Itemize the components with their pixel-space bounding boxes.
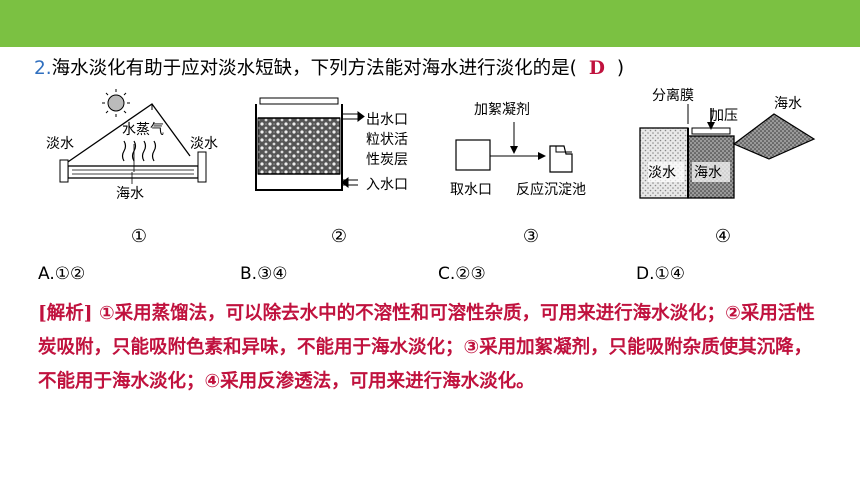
label-carbon-line1: 粒状活 <box>366 132 408 148</box>
figure-distillation: 淡水 水蒸气 淡水 海水 <box>40 86 225 205</box>
question-text: 海水淡化有助于应对淡水短缺，下列方法能对海水进行淡化的是( <box>51 58 577 79</box>
option-d: D.①④ <box>636 264 685 284</box>
question-number: 2. <box>34 58 52 79</box>
label-fresh-water-right: 淡水 <box>190 136 218 152</box>
pipe-inlet <box>341 177 358 188</box>
analysis-paragraph: [解析] ①采用蒸馏法，可以除去水中的不溶性和可溶性杂质，可用来进行海水淡化；②… <box>38 297 828 399</box>
label-settling-tank: 反应沉淀池 <box>516 181 586 198</box>
figure-number-4: ④ <box>714 226 732 247</box>
option-b: B.③④ <box>240 264 288 284</box>
label-intake: 取水口 <box>450 182 492 198</box>
figure-activated-carbon: 出水口 粒状活 性炭层 入水口 <box>244 90 434 206</box>
label-inlet: 入水口 <box>366 177 408 193</box>
sun-icon <box>102 89 130 117</box>
option-c: C.②③ <box>438 264 486 284</box>
label-fresh-water: 淡水 <box>648 165 676 181</box>
label-seawater-top: 海水 <box>774 96 802 112</box>
label-carbon-line2: 性炭层 <box>366 152 408 168</box>
figure-number-1: ① <box>130 226 148 247</box>
answer-letter: D <box>588 58 605 79</box>
label-steam: 水蒸气 <box>122 122 164 138</box>
pipe-outlet <box>342 111 365 122</box>
analysis-tag: [解析] <box>38 303 93 324</box>
analysis-text: ①采用蒸馏法，可以除去水中的不溶性和可溶性杂质，可用来进行海水淡化；②采用活性炭… <box>38 303 815 392</box>
label-fresh-water-left: 淡水 <box>46 136 74 152</box>
figure-number-2: ② <box>330 226 348 247</box>
label-seawater: 海水 <box>694 165 722 181</box>
label-pressure: 加压 <box>710 108 738 124</box>
option-a: A.①② <box>38 264 86 284</box>
top-banner <box>0 0 860 47</box>
label-flocculant: 加絮凝剂 <box>474 101 530 118</box>
figure-reverse-osmosis: 分离膜 海水 加压 淡水 海水 <box>634 84 824 208</box>
figure-number-3: ③ <box>522 226 540 247</box>
settling-tank <box>549 145 573 173</box>
figure-flocculant: 加絮凝剂 取水口 反应沉淀池 <box>446 94 616 210</box>
label-seawater: 海水 <box>116 186 144 201</box>
question-stem: 2.海水淡化有助于应对淡水短缺，下列方法能对海水进行淡化的是( D) <box>34 56 624 82</box>
question-close-paren: ) <box>616 58 625 79</box>
label-membrane: 分离膜 <box>652 87 694 104</box>
label-outlet: 出水口 <box>366 112 408 128</box>
